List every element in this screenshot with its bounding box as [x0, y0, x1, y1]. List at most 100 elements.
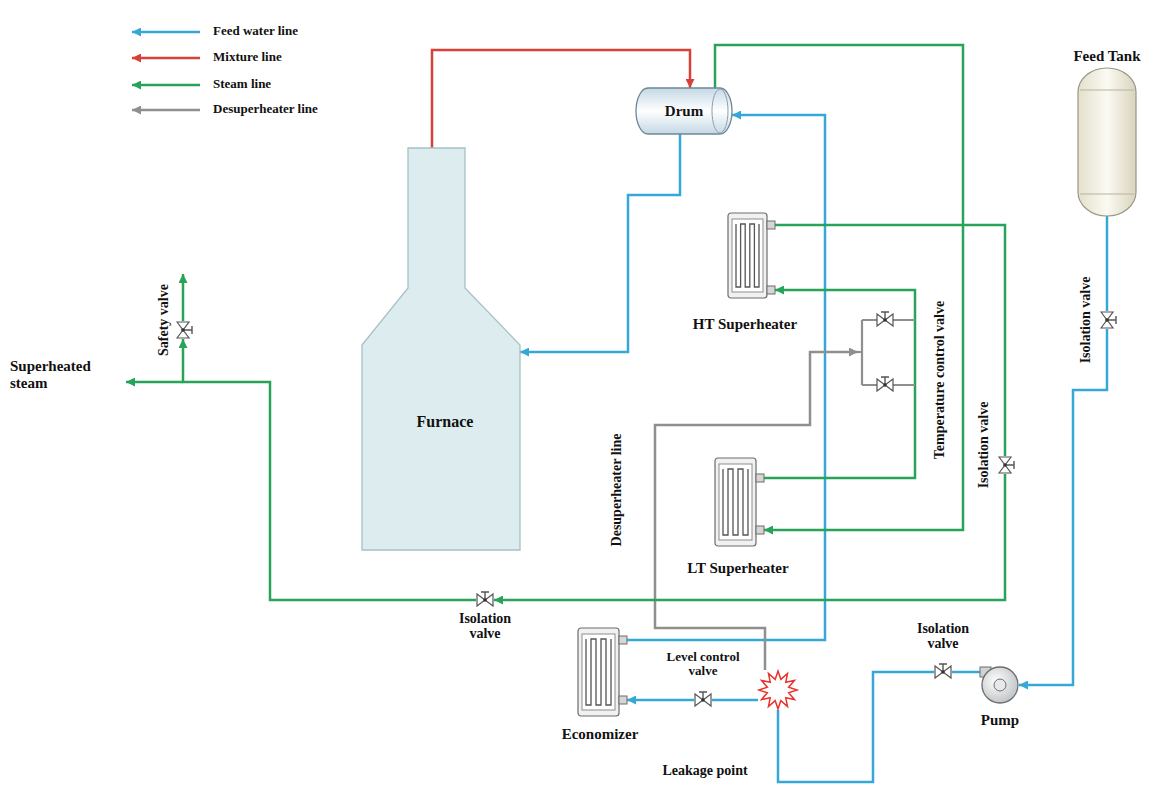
legend-text: Feed water line	[213, 24, 298, 38]
valve-pivot	[883, 383, 887, 387]
exchanger-coil	[723, 469, 748, 535]
legend-sample	[132, 57, 200, 60]
line-label: Desuperheater line	[609, 434, 624, 547]
valve-pivot	[1003, 463, 1007, 467]
furnace-shape	[362, 148, 520, 550]
exchanger-port	[756, 526, 764, 534]
tcv-shape	[858, 310, 910, 395]
valveV-shape	[1098, 311, 1116, 329]
grey-pipe	[655, 352, 858, 670]
coil-shape	[714, 458, 764, 546]
legend-sample	[132, 31, 200, 34]
valve-pivot	[701, 698, 705, 702]
tank-seam	[1080, 194, 1134, 195]
valve-pivot	[181, 328, 185, 332]
valveH-shape	[476, 591, 494, 609]
furnace-unit: Furnace	[362, 148, 520, 550]
heat-exchanger: LT Superheater	[714, 458, 764, 546]
exchanger-window	[732, 219, 763, 292]
coil-shape	[727, 213, 775, 298]
node-label: Pump	[981, 712, 1019, 729]
node-label: Safety valve	[156, 284, 171, 356]
drum-end	[712, 89, 728, 133]
legend-text: Steam line	[213, 77, 271, 91]
blue-pipe	[778, 672, 934, 782]
exchanger-window	[719, 464, 752, 540]
node-title: Furnace	[417, 413, 474, 431]
drum-unit: Drum	[636, 88, 732, 134]
valveH-shape	[694, 691, 712, 709]
valveV-shape	[996, 456, 1014, 474]
node-label: Leakage point	[662, 763, 747, 778]
exchanger-window	[582, 634, 615, 710]
node-label: Isolation valve	[1078, 277, 1093, 364]
exchanger-port	[767, 286, 775, 294]
superheated-steam-outlet	[126, 381, 183, 384]
node-label: Isolation valve	[908, 621, 978, 652]
blue-pipe	[712, 699, 758, 702]
exchanger-casing	[728, 213, 767, 298]
leak-starburst	[759, 671, 797, 709]
blue-pipe	[1106, 216, 1109, 311]
exchanger-casing	[715, 458, 756, 546]
pump-unit: Pump	[981, 666, 1019, 704]
furnace-outline	[362, 148, 520, 550]
node-label: Isolation valve	[450, 611, 520, 642]
heat-exchanger: HT Superheater	[727, 213, 775, 298]
node-label: Economizer	[562, 726, 639, 743]
exchanger-casing	[578, 628, 619, 716]
valve-pivot	[483, 598, 487, 602]
valveV-shape	[174, 321, 192, 339]
exchanger-coil	[586, 639, 611, 705]
tank-seam	[1080, 90, 1134, 91]
heat-exchanger: Economizer	[577, 628, 627, 716]
blue-pipe	[1019, 329, 1107, 685]
valve-symbol: Isolation valve	[476, 591, 494, 609]
node-label: Temperature control valve	[932, 301, 947, 459]
tank-unit: Feed Tank	[1078, 68, 1136, 216]
exchanger-coil	[736, 224, 759, 287]
valve-pivot	[1105, 318, 1109, 322]
exchanger-port	[767, 221, 775, 229]
valve-pivot	[883, 318, 887, 322]
valve-symbol: Temperature control valve	[858, 310, 910, 395]
valveH-shape	[934, 663, 952, 681]
exchanger-port	[756, 474, 764, 482]
burst-shape	[758, 670, 798, 710]
exchanger-port	[619, 636, 627, 644]
desuperheater-branch	[858, 320, 915, 385]
legend-sample	[132, 84, 200, 87]
legend-sample	[132, 109, 200, 112]
burst-unit: Leakage point	[758, 670, 798, 710]
node-label: Level control valve	[653, 650, 753, 679]
node-label: HT Superheater	[693, 316, 797, 333]
pump-casing	[982, 667, 1018, 703]
tank-shell	[1078, 68, 1136, 216]
blue-pipe	[627, 699, 694, 702]
legend-text: Desuperheater line	[213, 102, 318, 116]
green-pipe	[775, 225, 1005, 456]
valve-symbol: Isolation valve	[934, 663, 952, 681]
valve-pivot	[941, 670, 945, 674]
node-label: Isolation valve	[976, 402, 991, 489]
valve-symbol: Isolation valve	[1098, 311, 1116, 329]
coil-shape	[577, 628, 627, 716]
legend-text: Mixture line	[213, 50, 282, 64]
green-pipe	[715, 45, 963, 530]
exchanger-port	[619, 696, 627, 704]
node-title: Drum	[665, 103, 703, 120]
safety-valve-vent	[182, 274, 185, 321]
blue-pipe	[952, 671, 981, 674]
node-label: LT Superheater	[687, 560, 788, 577]
valve-symbol: Safety valve	[174, 321, 192, 339]
pump-shape	[981, 666, 1019, 704]
blue-pipe	[520, 134, 680, 352]
pump-impeller	[994, 679, 1006, 691]
node-label: Feed Tank	[1073, 48, 1140, 65]
outlet-label: Superheated steam	[10, 358, 125, 391]
valve-symbol: Level control valve	[694, 691, 712, 709]
drum-shell	[636, 88, 732, 134]
tank-shape	[1078, 68, 1136, 216]
